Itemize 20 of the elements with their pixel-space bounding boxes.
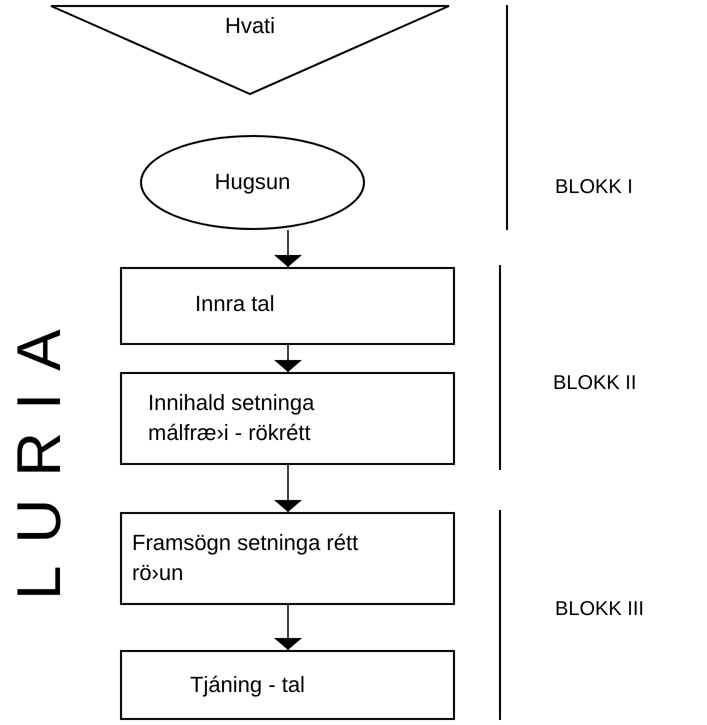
process-box bbox=[120, 512, 455, 605]
vertical-title: LURIA bbox=[5, 330, 75, 600]
node-text: Tjáning - tal bbox=[190, 671, 306, 699]
process-box bbox=[120, 267, 455, 345]
arrow bbox=[274, 345, 302, 372]
node-text: Hvati bbox=[224, 12, 276, 40]
ellipse-shape bbox=[140, 135, 365, 230]
triangle-shape bbox=[50, 5, 450, 95]
node-text: Innra tal bbox=[195, 290, 276, 318]
block-label: BLOKK I bbox=[555, 176, 633, 199]
node-text: Hugsun bbox=[214, 168, 292, 196]
node-text: Innihald setninga málfræ›i - rökrétt bbox=[148, 389, 316, 447]
arrow bbox=[274, 605, 302, 650]
arrow bbox=[274, 230, 302, 267]
arrow bbox=[274, 465, 302, 512]
process-box bbox=[120, 372, 455, 465]
block-label: BLOKK III bbox=[555, 598, 644, 621]
node-text: Framsögn setninga rétt rö›un bbox=[132, 529, 360, 587]
block-label: BLOKK II bbox=[553, 372, 636, 395]
process-box bbox=[120, 650, 455, 720]
